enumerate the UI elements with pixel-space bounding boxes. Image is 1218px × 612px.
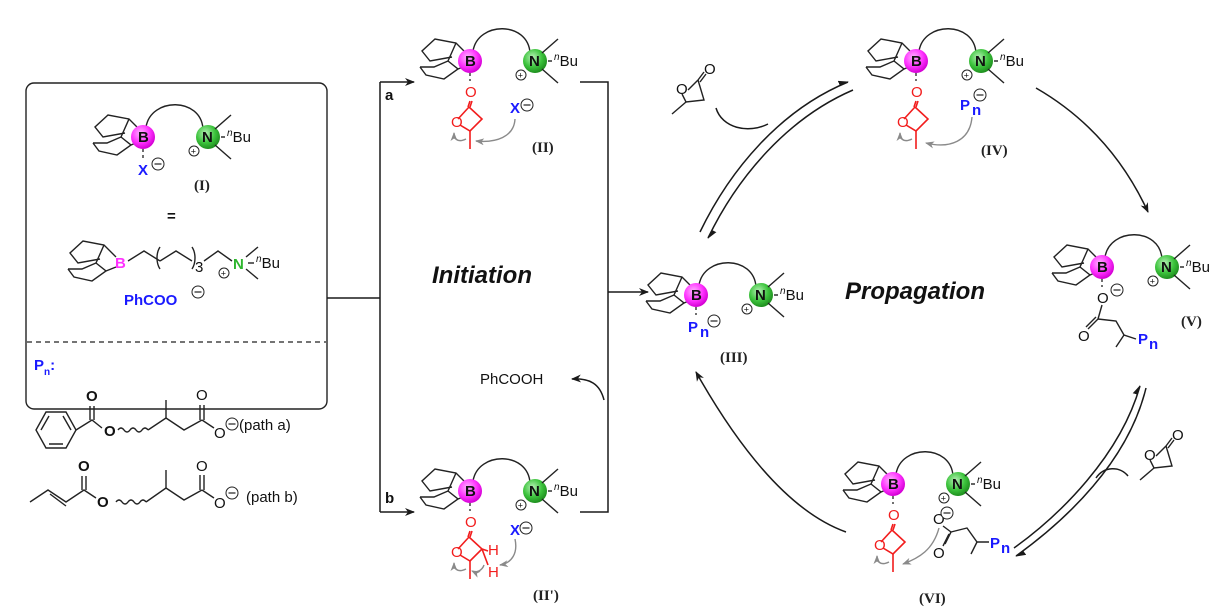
svg-text:O: O (933, 545, 945, 562)
label-V: (V) (1181, 314, 1202, 330)
monomer-bbl-top (671, 60, 717, 115)
arrow-VI-to-III (695, 371, 847, 533)
svg-text:X: X (510, 100, 520, 117)
svg-text:O: O (196, 458, 208, 475)
pn-path-b-structure: O O O O (path b) (29, 458, 298, 512)
legend-frame (25, 82, 328, 410)
intermediate-VI: O O P n (843, 452, 1010, 573)
svg-text:N: N (233, 256, 244, 273)
path-a-label: (path a) (239, 417, 291, 434)
counterion-x: X (138, 162, 148, 179)
byproduct-phcooh: PhCOOH (480, 371, 543, 388)
label-I: (I) (194, 178, 210, 194)
svg-text:P: P (688, 319, 698, 336)
svg-text:n: n (700, 324, 709, 341)
svg-text:B: B (115, 255, 126, 272)
stage-initiation: Initiation (432, 262, 532, 289)
svg-text:P: P (1138, 331, 1148, 348)
svg-text:O: O (78, 458, 90, 475)
label-II-prime: (II') (533, 588, 559, 604)
path-b-label: (path b) (246, 489, 298, 506)
branch-bracket-right (580, 81, 609, 513)
label-II: (II) (532, 140, 554, 156)
pn-path-a-structure: O O O O (path a) (35, 387, 291, 449)
equals-sign: = (167, 208, 176, 225)
pn-title: Pn: (34, 357, 55, 378)
stage-propagation: Propagation (845, 278, 985, 305)
svg-text:O: O (86, 388, 98, 405)
svg-text:H: H (488, 542, 499, 559)
branch-label-b: b (385, 490, 394, 507)
arrow-monomer-in-bottom (1095, 468, 1129, 479)
catalyst-I-structure: X (93, 105, 251, 179)
arrow-III-to-IV (699, 80, 849, 233)
intermediate-II-prime: H H X (420, 459, 578, 581)
svg-text:O: O (196, 387, 208, 404)
intermediate-II: X (420, 29, 578, 150)
svg-text:+: + (221, 269, 226, 279)
arrow-VI-to-V (1013, 385, 1141, 549)
svg-text:O: O (214, 425, 226, 442)
svg-text:O: O (104, 423, 116, 440)
arrow-IV-to-III (707, 89, 854, 239)
arrow-phcooh-release (571, 374, 605, 401)
svg-text:n: n (1149, 336, 1158, 353)
svg-text:n: n (972, 102, 981, 119)
svg-text:P: P (990, 535, 1000, 552)
label-IV: (IV) (981, 143, 1008, 159)
svg-text:n: n (1001, 540, 1010, 557)
label-III: (III) (720, 350, 748, 366)
intermediate-III: P n (646, 263, 804, 341)
svg-text:O: O (933, 511, 945, 528)
intermediate-V: O O P n (1052, 235, 1210, 353)
arrow-IV-to-V (1035, 87, 1149, 213)
svg-text:O: O (1097, 290, 1109, 307)
counterion-phcoo: PhCOO (124, 292, 178, 309)
svg-text:H: H (488, 564, 499, 581)
svg-text:P: P (960, 97, 970, 114)
monomer-bbl-bottom (1139, 426, 1185, 481)
branch-label-a: a (385, 87, 394, 104)
svg-text:O: O (214, 495, 226, 512)
intermediate-IV: P n (866, 29, 1024, 150)
svg-text:O: O (97, 494, 109, 511)
legend-box: X (I) = B 3 N nBu + PhCOO Pn: (25, 82, 328, 512)
label-VI: (VI) (919, 591, 946, 607)
arrow-V-to-VI (1015, 387, 1147, 557)
catalyst-linear-structure: B 3 N nBu + (67, 240, 280, 282)
svg-text:nBu: nBu (256, 254, 280, 272)
svg-text:O: O (1078, 328, 1090, 345)
arrow-monomer-in-top (715, 107, 769, 130)
svg-text:X: X (510, 522, 520, 539)
svg-text:3: 3 (195, 259, 203, 276)
